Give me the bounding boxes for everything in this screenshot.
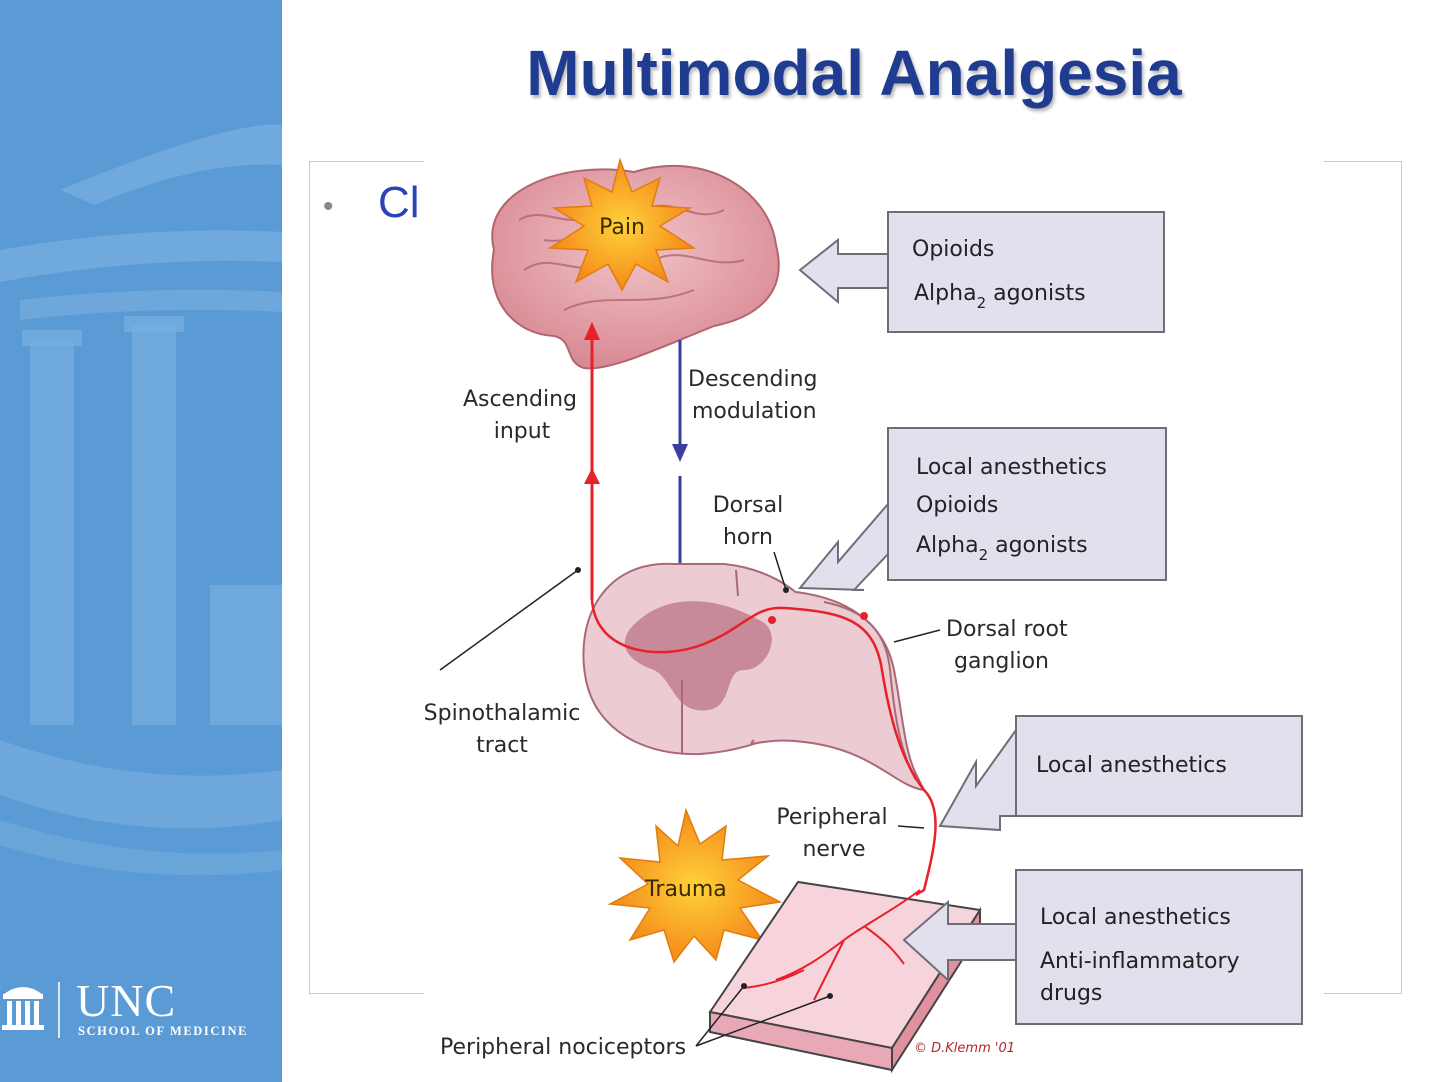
dorsal-horn-label-line-2: horn — [723, 525, 773, 550]
drug-box-dorsal-horn-item-2: Opioids — [916, 493, 998, 518]
drug-box-dorsal-horn-item-1: Local anesthetics — [916, 455, 1107, 480]
drug-box-brain-item-1: Opioids — [912, 237, 994, 262]
spinothalamic-pointer — [439, 569, 579, 671]
unc-logo: UNC SCHOOL OF MEDICINE — [0, 975, 282, 1048]
spinothalamic-pointer-dot — [575, 567, 581, 573]
nociceptor-pointer-1 — [695, 985, 745, 1047]
nociceptor-pointer-dot-2 — [827, 993, 833, 999]
analgesia-diagram: Pain Opioids Alpha2 agonists Ascending i… — [424, 150, 1324, 1082]
logo-divider — [58, 982, 60, 1038]
ascending-arrow — [584, 322, 600, 600]
old-well-logo-icon — [2, 987, 44, 1030]
skin-tissue-illustration — [708, 880, 982, 1074]
ascending-label-line-2: input — [494, 419, 551, 444]
old-well-watermark — [0, 124, 282, 876]
logo-subtitle: SCHOOL OF MEDICINE — [78, 1024, 249, 1038]
peripheral-nerve-label-line-2: nerve — [802, 837, 865, 862]
nociceptor-pointer-dot-1 — [741, 983, 747, 989]
spinothalamic-label-line-2: tract — [476, 733, 528, 758]
drug-box-peripheral-nerve-item-1: Local anesthetics — [1036, 753, 1227, 778]
trauma-burst: Trauma — [607, 807, 783, 964]
drug-box-dorsal-horn: Local anesthetics Opioids Alpha2 agonist… — [887, 427, 1167, 581]
peripheral-nociceptors-label: Peripheral nociceptors — [440, 1035, 686, 1060]
spinothalamic-label-line-1: Spinothalamic — [424, 701, 580, 726]
dorsal-horn-label-line-1: Dorsal — [713, 493, 784, 518]
drug-box-dorsal-horn-item-3: Alpha2 agonists — [916, 533, 1088, 564]
ascending-label-line-1: Ascending — [463, 387, 577, 412]
descending-label-line-1: Descending — [688, 367, 818, 392]
drug-box-brain: Opioids Alpha2 agonists — [887, 211, 1165, 333]
dorsal-root-ganglion-label-line-2: ganglion — [954, 649, 1049, 674]
drug-box-peripheral-nerve: Local anesthetics — [1015, 715, 1303, 817]
drug-box-nociceptors-item-1: Local anesthetics — [1040, 905, 1231, 930]
ganglion-pointer — [893, 629, 941, 643]
synapse-dot — [768, 616, 776, 624]
sidebar-panel: UNC SCHOOL OF MEDICINE — [0, 0, 282, 1082]
bullet-dot: • — [323, 190, 334, 223]
dorsal-root-ganglion-label-line-1: Dorsal root — [946, 617, 1068, 642]
trauma-label: Trauma — [644, 877, 727, 902]
slide-title: Multimodal Analgesia — [526, 37, 1182, 109]
logo-unc-text: UNC — [76, 975, 177, 1026]
descending-label-line-2: modulation — [692, 399, 817, 424]
drug-box-nociceptors: Local anesthetics Anti-inflammatory drug… — [1015, 869, 1303, 1025]
peripheral-nerve-pointer — [897, 825, 925, 829]
copyright-text: © D.Klemm '01 — [914, 1041, 1015, 1056]
drug-box-nociceptors-item-2: Anti-inflammatory — [1040, 949, 1240, 974]
pain-pathway-line — [590, 599, 937, 897]
pain-burst: Pain — [547, 157, 697, 292]
drug-box-brain-item-2: Alpha2 agonists — [914, 281, 1086, 312]
peripheral-nerve-label-line-1: Peripheral — [776, 805, 887, 830]
pain-label: Pain — [599, 215, 645, 240]
ganglion-dot — [860, 612, 868, 620]
nociceptor-pointer-2 — [695, 995, 831, 1047]
dorsal-horn-pointer — [773, 551, 787, 591]
dorsal-horn-pointer-dot — [783, 587, 789, 593]
bullet-text: Cl — [378, 178, 420, 227]
drug-box-nociceptors-item-3: drugs — [1040, 981, 1102, 1006]
